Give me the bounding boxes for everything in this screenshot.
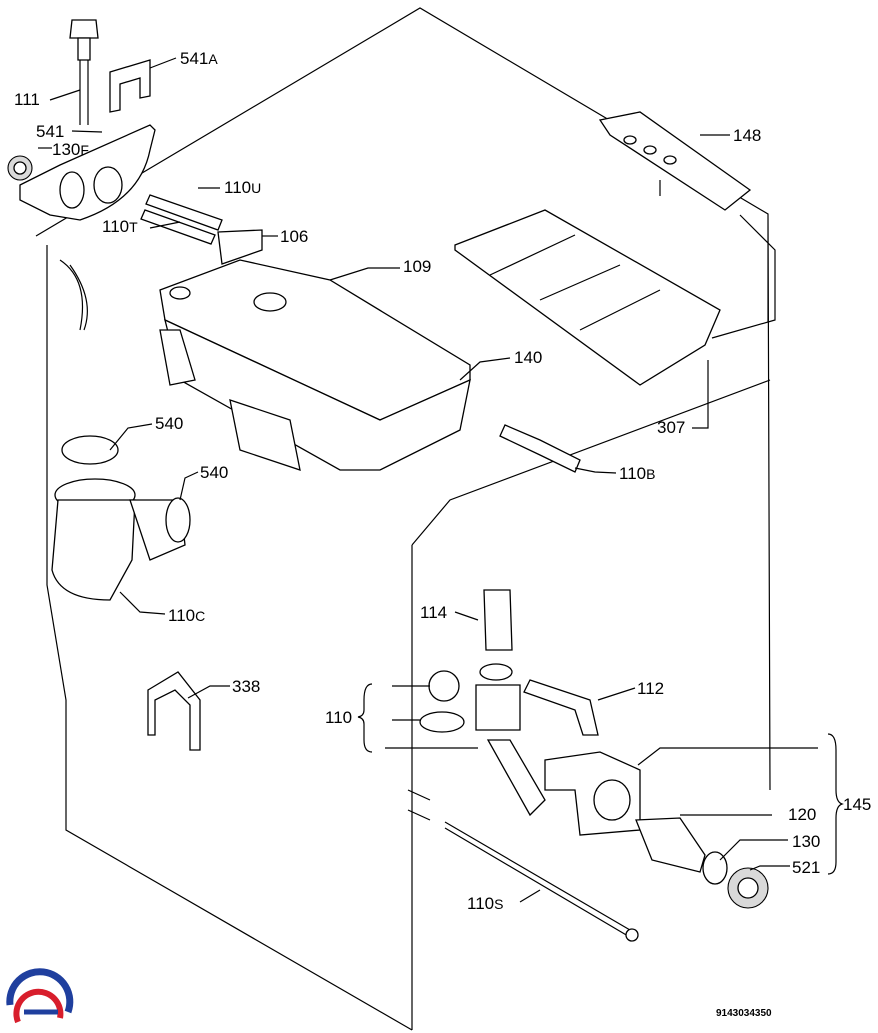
label-110t: 110T [102,217,138,236]
part-540-bellows [51,435,191,601]
label-541a: 541A [180,49,218,68]
label-145: 145 [843,795,872,814]
label-110s: 110S [467,894,504,913]
label-120: 120 [788,805,817,824]
label-307: 307 [657,418,686,437]
cabinet-outline [35,7,776,1031]
label-540-lower: 540 [200,463,229,482]
label-540-upper: 540 [155,414,184,433]
label-111: 111 [14,90,40,109]
part-338-clip [147,671,201,751]
label-338: 338 [232,677,261,696]
part-541-bracket [19,124,156,221]
label-130f: 130F [52,140,89,159]
part-307-detergent-drawer [454,209,721,386]
part-145-pump-filter [544,751,769,909]
label-110: 110 [325,708,353,727]
label-521: 521 [792,858,821,877]
brand-logo [6,968,74,1024]
label-106: 106 [280,227,309,246]
part-110s-rod [444,821,639,942]
label-148: 148 [733,126,762,145]
leader-lines [38,57,844,903]
label-109: 109 [403,257,432,276]
part-541a-clip [109,59,151,113]
label-140: 140 [514,348,543,367]
part-140-dispenser-housing [159,318,471,471]
label-114: 114 [420,603,448,622]
label-110b: 110B [619,464,656,483]
part-130f-nut [7,155,33,181]
part-112-hose [523,679,599,736]
label-541: 541 [36,122,65,141]
label-110c: 110C [168,606,206,625]
part-111-inlet-hose [69,19,99,125]
document-number: 9143034350 [716,1008,772,1019]
part-110-pump-group [419,663,546,817]
part-114-air-trap [483,589,513,651]
label-110u: 110U [224,178,262,197]
part-110u-110t-hoses [140,194,223,245]
label-112: 112 [637,679,665,698]
part-110b-hose [499,424,581,473]
part-106-valve [217,229,263,265]
label-130: 130 [792,832,821,851]
part-148-drawer-panel [598,111,752,211]
